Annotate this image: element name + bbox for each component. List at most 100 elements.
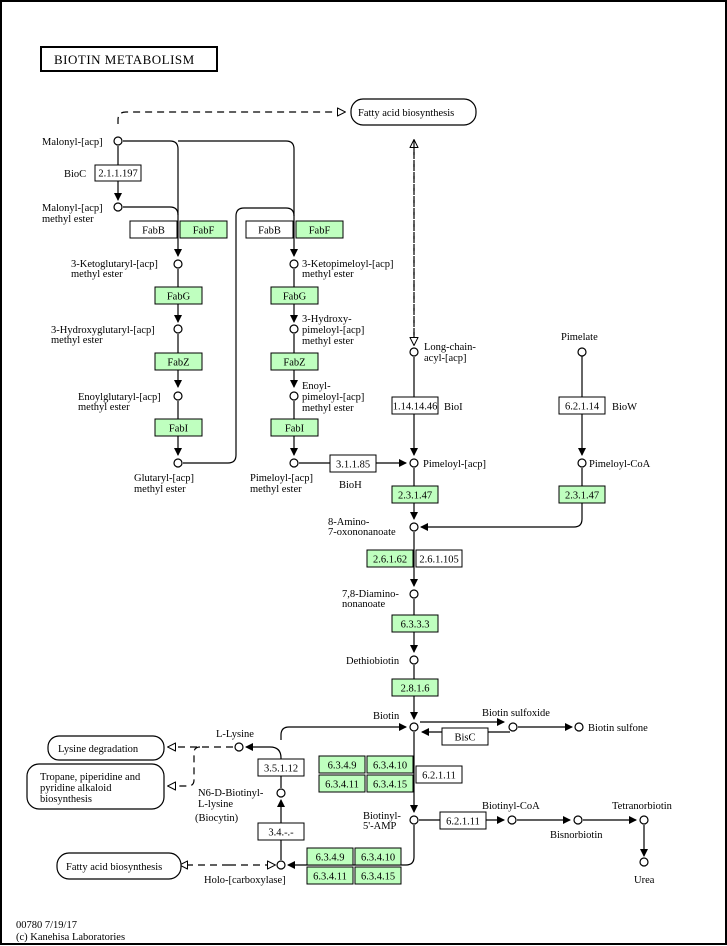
compound-biotin-sulfoxide[interactable] [508,722,518,732]
enzyme-label: FabG [167,292,191,303]
edge-malonyl-to-ketoglutaryl [123,140,182,257]
enzyme-e-6-2-1-14[interactable]: 6.2.1.14 [558,396,606,415]
enzyme-e-2-1-1-197[interactable]: 2.1.1.197 [94,164,142,182]
compounds [113,136,649,870]
enzyme-fabf-2[interactable]: FabF [295,220,344,239]
enzyme-e-3-4[interactable]: 3.4.-.- [257,822,305,841]
label-enoylpimeloyl: methyl ester [302,403,354,414]
label-hydroxypimeloyl: pimeloyl-[acp] [302,325,364,336]
compound-pimelate[interactable] [577,347,587,357]
compound-biotinyl-amp[interactable] [409,815,419,825]
map-link-label: Lysine degradation [58,744,139,755]
enzyme-box [366,549,414,568]
label-glutaryl: methyl ester [134,484,186,495]
enzyme-e-2-6-1-105[interactable]: 2.6.1.105 [415,549,463,568]
map-link-tropane[interactable]: Tropane, piperidine and pyridine alkaloi… [26,763,165,810]
enzyme-e-1-14-14-46[interactable]: 1.14.14.46 [391,396,439,415]
enzyme-fabi-1[interactable]: FabI [154,418,203,437]
enzyme-e-6-3-4-15-a[interactable]: 6.3.4.15 [366,774,414,793]
compound-bisnorbiotin[interactable] [573,815,583,825]
enzyme-e-3-1-1-85[interactable]: 3.1.1.85 [329,454,377,473]
enzyme-box [391,614,439,633]
compound-enoylpimeloyl[interactable] [289,391,299,401]
label-ketopimeloyl: methyl ester [302,269,354,280]
enzyme-bisc[interactable]: BisC [441,727,489,746]
label-enoylpimeloyl: Enoyl- [302,381,331,392]
compound-biocytin[interactable] [276,788,286,798]
label-tetranorbiotin: Tetranorbiotin [612,801,673,812]
label-biocytin: L-lysine [198,799,233,810]
enzyme-fabf-1[interactable]: FabF [179,220,228,239]
compound-malonyl-acp-me[interactable] [113,202,123,212]
enzyme-label: 6.3.4.11 [313,872,347,883]
map-link-fatty-acid-bottom[interactable]: Fatty acid biosynthesis [56,852,182,880]
enzyme-e-6-2-1-11-a[interactable]: 6.2.1.11 [415,765,463,784]
enzyme-e-6-3-4-11-a[interactable]: 6.3.4.11 [318,774,366,793]
enzyme-box [391,678,439,697]
edge-glutaryl-loop [183,207,295,464]
compound-pimeloyl-me[interactable] [289,458,299,468]
label-glutaryl: Glutaryl-[acp] [134,473,194,484]
enzyme-label: FabF [193,226,215,237]
compound-dethiobiotin[interactable] [409,655,419,665]
enzyme-label: 3.1.1.85 [336,460,370,471]
compound-l-lysine[interactable] [234,742,244,752]
label-biotinyl-amp: 5'-AMP [363,821,397,832]
enzyme-label: 6.3.4.15 [373,780,407,791]
enzyme-e-6-3-4-9-a[interactable]: 6.3.4.9 [318,755,366,774]
compound-enoylglutaryl[interactable] [173,391,183,401]
label-enoylpimeloyl: pimeloyl-[acp] [302,392,364,403]
enzyme-label: 6.3.4.10 [373,761,407,772]
compound-urea[interactable] [639,857,649,867]
compound-long-chain-acyl[interactable] [409,347,419,357]
label-biocytin: (Biocytin) [195,813,239,824]
enzyme-e-6-3-3-3[interactable]: 6.3.3.3 [391,614,439,633]
enzyme-fabi-2[interactable]: FabI [270,418,319,437]
enzyme-e-6-2-1-11-b[interactable]: 6.2.1.11 [439,811,487,830]
enzyme-e-6-3-4-11-b[interactable]: 6.3.4.11 [306,866,354,885]
enzyme-box [354,847,402,866]
compound-biotin-sulfone[interactable] [574,722,584,732]
enzyme-label: 2.3.1.47 [398,491,432,502]
enzyme-e-6-3-4-15-b[interactable]: 6.3.4.15 [354,866,402,885]
label-amino-oxononanoate: 8-Amino- [328,517,370,528]
enzyme-label: 6.3.4.10 [361,853,395,864]
compound-glutaryl[interactable] [173,458,183,468]
enzyme-e-6-3-4-9-b[interactable]: 6.3.4.9 [306,847,354,866]
enzyme-label: 6.3.4.9 [316,853,345,864]
compound-tetranorbiotin[interactable] [639,815,649,825]
label-enoylglutaryl: Enoylglutaryl-[acp] [78,392,161,403]
map-link-lysine-degradation[interactable]: Lysine degradation [47,735,165,761]
compound-ketopimeloyl[interactable] [289,259,299,269]
compound-pimeloyl-coa[interactable] [577,458,587,468]
enzyme-fabb-2[interactable]: FabB [245,220,294,239]
compound-hydroxypimeloyl[interactable] [289,324,299,334]
enzyme-fabb-1[interactable]: FabB [129,220,178,239]
compound-biotin[interactable] [409,722,419,732]
map-link-label: biosynthesis [40,794,92,805]
compound-8-amino-7-oxononanoate[interactable] [409,522,419,532]
label-malonyl-me: methyl ester [42,214,94,225]
enzyme-fabg-1[interactable]: FabG [154,286,203,305]
label-hydroxyglutaryl: 3-Hydroxyglutaryl-[acp] [51,325,155,336]
enzyme-e-3-5-1-12[interactable]: 3.5.1.12 [257,758,305,777]
enzyme-e-6-3-4-10-a[interactable]: 6.3.4.10 [366,755,414,774]
compound-hydroxyglutaryl[interactable] [173,324,183,334]
enzyme-e-2-6-1-62[interactable]: 2.6.1.62 [366,549,414,568]
enzyme-e-6-3-4-10-b[interactable]: 6.3.4.10 [354,847,402,866]
enzyme-box [94,164,142,182]
compound-diaminononanoate[interactable] [409,589,419,599]
enzyme-e-2-3-1-47-a[interactable]: 2.3.1.47 [391,485,439,504]
enzyme-fabg-2[interactable]: FabG [270,286,319,305]
enzyme-e-2-3-1-47-b[interactable]: 2.3.1.47 [558,485,606,504]
compound-malonyl-acp[interactable] [113,136,123,146]
compound-holo-carboxylase[interactable] [276,860,286,870]
enzyme-label: 6.2.1.11 [446,817,480,828]
compound-ketoglutaryl[interactable] [173,259,183,269]
compound-pimeloyl-acp[interactable] [409,458,419,468]
enzyme-fabz-2[interactable]: FabZ [270,352,319,371]
compound-biotinyl-coa[interactable] [507,815,517,825]
map-link-fatty-acid-top[interactable]: Fatty acid biosynthesis [350,98,477,126]
enzyme-e-2-8-1-6[interactable]: 2.8.1.6 [391,678,439,697]
enzyme-fabz-1[interactable]: FabZ [154,352,203,371]
